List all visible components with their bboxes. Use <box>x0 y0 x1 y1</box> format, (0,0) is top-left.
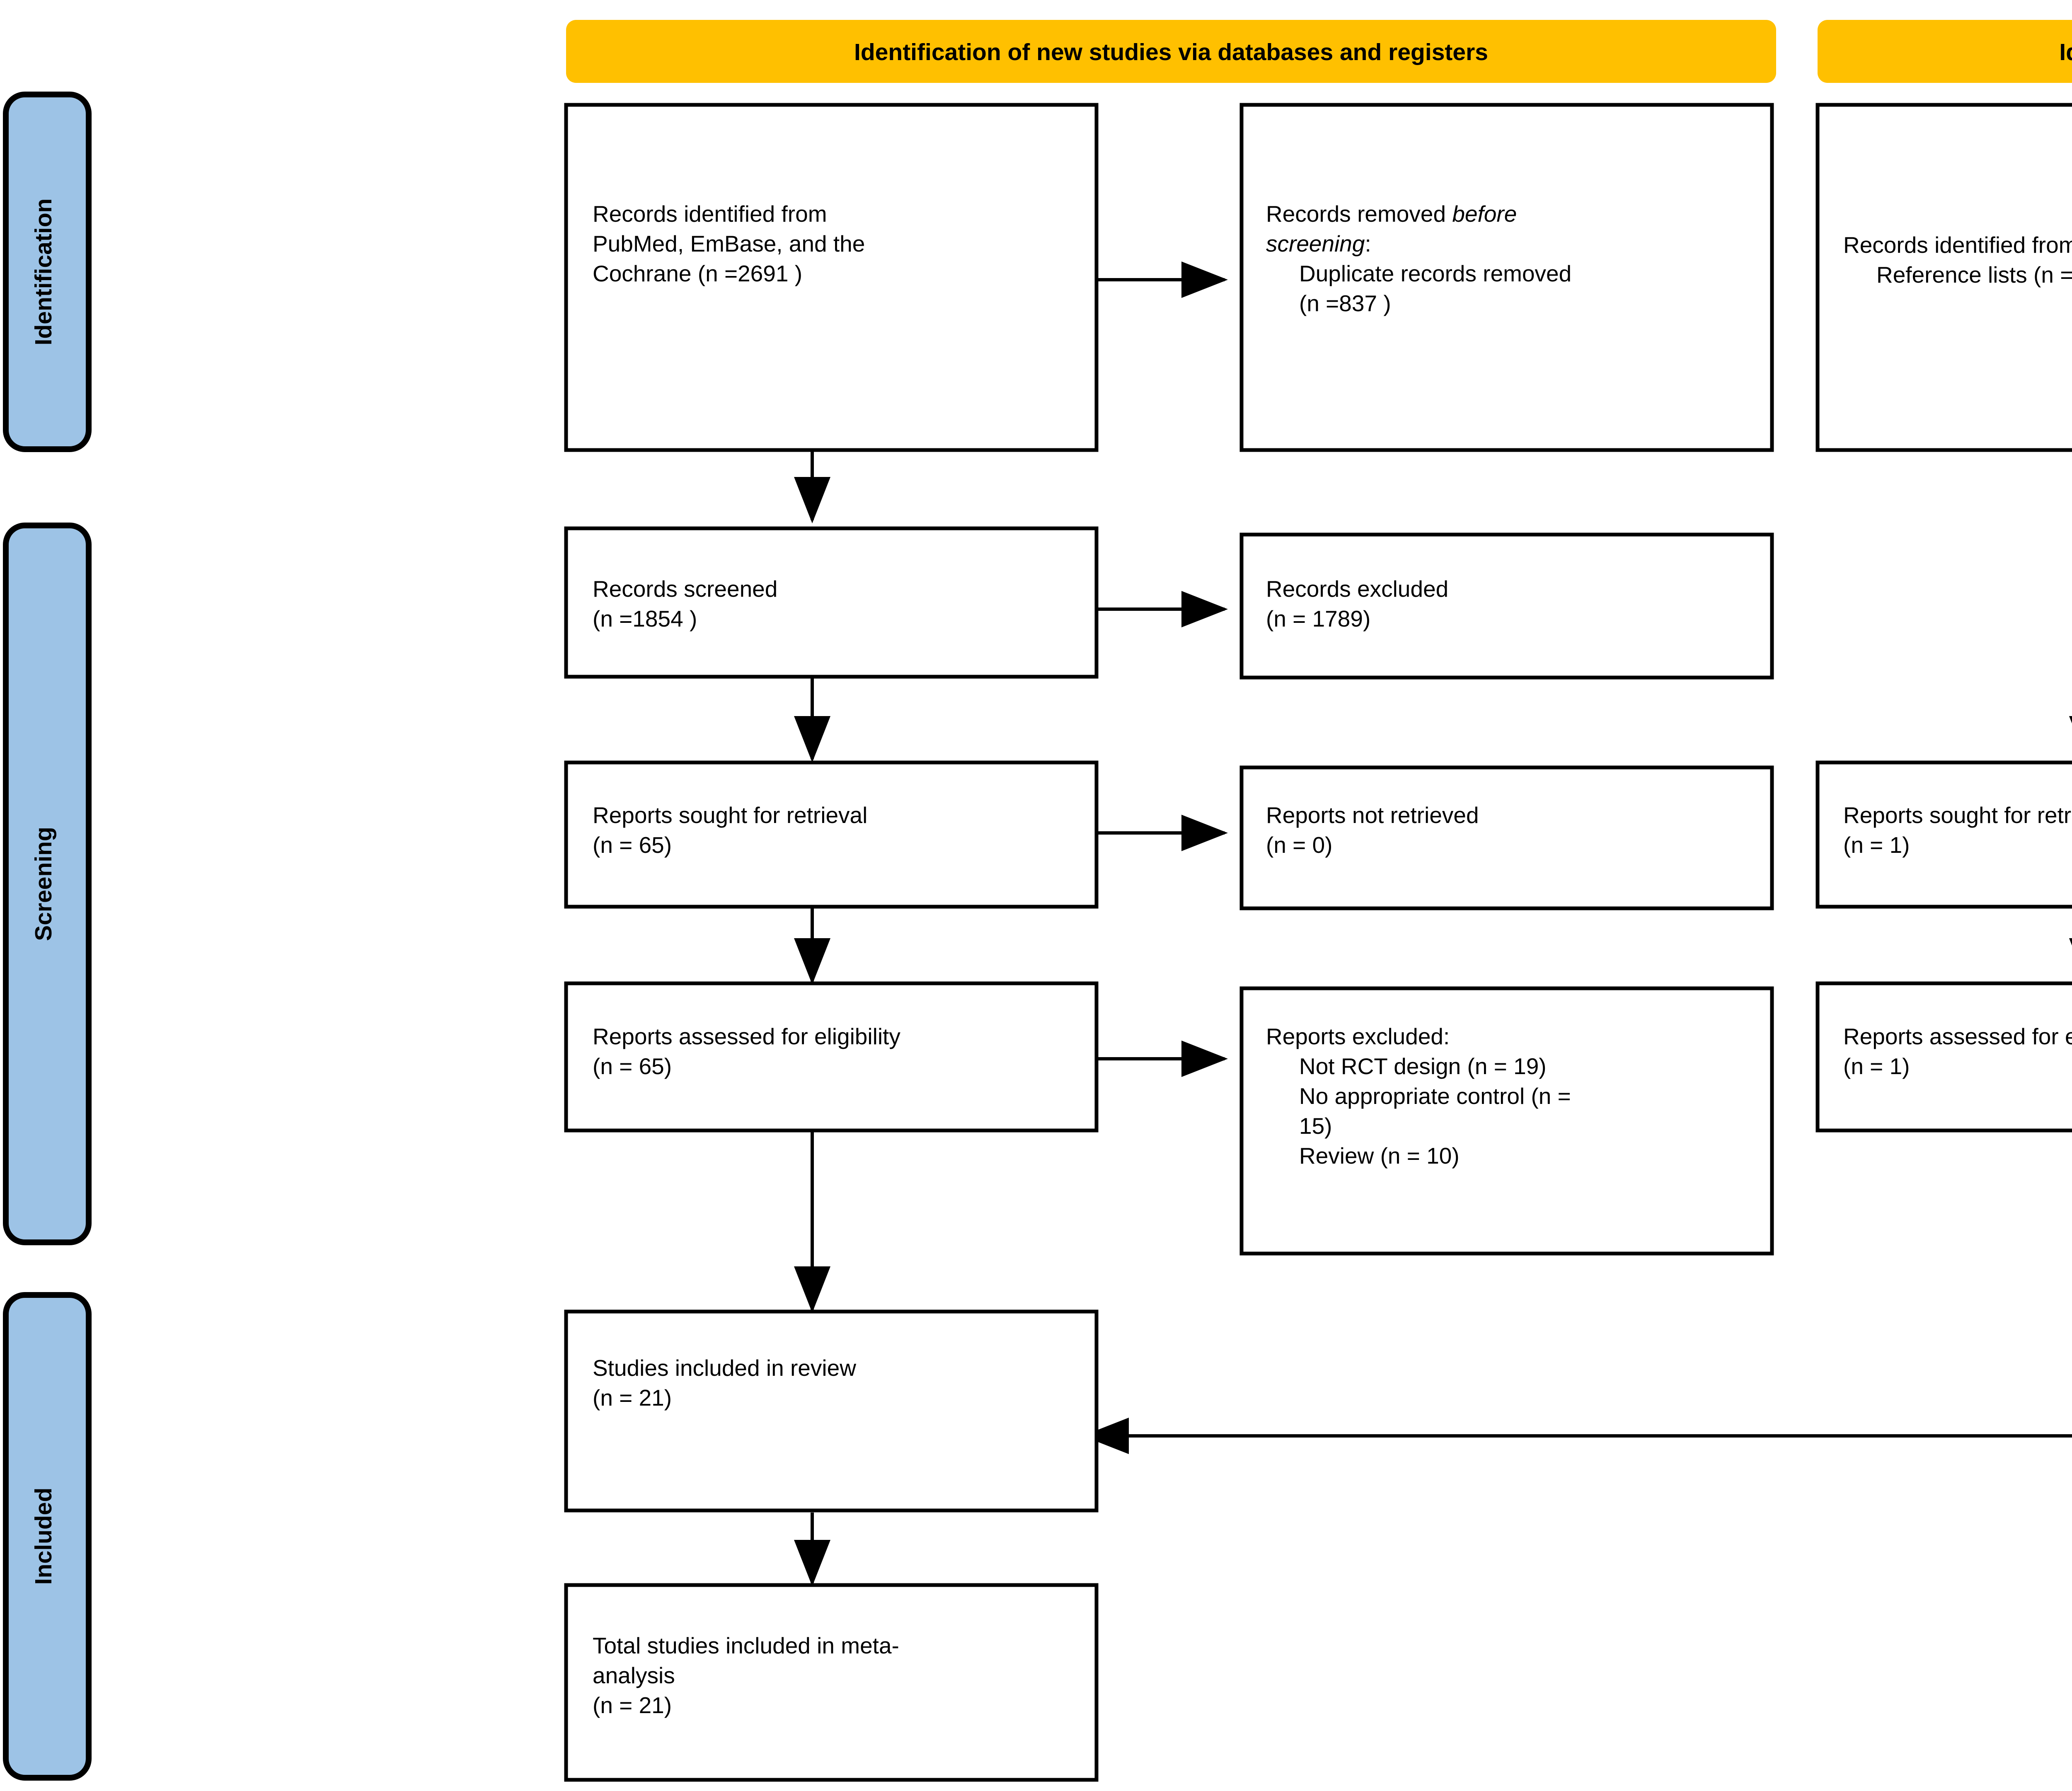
stage-included-rect <box>3 1292 92 1781</box>
reports-sought-db-text: Reports sought for retrieval (n = 65) <box>593 802 874 858</box>
records-identified-db-rect <box>564 103 1099 452</box>
stage-identification-label: Identification <box>30 198 57 346</box>
records-identified-other-text: Records identified from: Reference lists… <box>1843 232 2072 288</box>
box-reports-sought-other-methods: Reports sought for retrieval (n = 1) <box>1815 760 2072 909</box>
records-excluded-text: Records excluded (n = 1789) <box>1266 576 1455 632</box>
box-records-identified-other-methods: Records identified from: Reference lists… <box>1815 103 2072 452</box>
total-studies-meta-text: Total studies included in meta- analysis… <box>593 1633 905 1718</box>
box-total-studies-meta-analysis: Total studies included in meta- analysis… <box>564 1583 1099 1782</box>
connector-other-assessed-to-studies-included <box>1082 1418 2072 1454</box>
box-reports-not-retrieved-databases: Reports not retrieved (n = 0) <box>1239 765 1774 910</box>
banner-other-methods-rect <box>1818 20 2072 83</box>
stage-screening-label: Screening <box>30 827 57 941</box>
banner-databases-registers: Identification of new studies via databa… <box>566 20 1776 83</box>
banner-databases-rect <box>566 20 1776 83</box>
stage-label-included: Included <box>3 1292 92 1781</box>
stage-screening-rect <box>3 523 92 1245</box>
stage-identification-rect <box>3 92 92 452</box>
reports-sought-db-rect <box>564 760 1099 909</box>
stage-included-label: Included <box>30 1488 57 1585</box>
box-reports-assessed-other-methods: Reports assessed for eligibility (n = 1) <box>1815 981 2072 1133</box>
box-records-removed-before-screening: Records removed before screening: Duplic… <box>1239 103 1774 452</box>
records-screened-rect <box>564 526 1099 679</box>
reports-not-retrieved-db-rect <box>1239 765 1774 910</box>
box-reports-sought-databases: Reports sought for retrieval (n = 65) <box>564 760 1099 909</box>
reports-not-retrieved-db-text: Reports not retrieved (n = 0) <box>1266 802 1485 858</box>
total-studies-meta-rect <box>564 1583 1099 1782</box>
records-identified-other-rect <box>1815 103 2072 452</box>
reports-sought-other-rect <box>1815 760 2072 909</box>
stage-label-screening: Screening <box>3 523 92 1245</box>
records-removed-rect <box>1239 103 1774 452</box>
studies-included-text: Studies included in review (n = 21) <box>593 1355 862 1411</box>
reports-excluded-db-rect <box>1239 986 1774 1256</box>
reports-excluded-db-text: Reports excluded: Not RCT design (n = 19… <box>1266 1024 1577 1169</box>
reports-assessed-db-rect <box>564 981 1099 1133</box>
records-screened-text: Records screened (n =1854 ) <box>593 576 784 632</box>
box-reports-assessed-databases: Reports assessed for eligibility (n = 65… <box>564 981 1099 1133</box>
reports-assessed-other-text: Reports assessed for eligibility (n = 1) <box>1843 1024 2072 1079</box>
banner-other-methods-label: Identification of new studies via other … <box>2059 39 2072 65</box>
reports-assessed-other-rect <box>1815 981 2072 1133</box>
records-identified-db-text: Records identified from PubMed, EmBase, … <box>593 201 871 286</box>
banner-other-methods: Identification of new studies via other … <box>1818 20 2072 83</box>
reports-assessed-db-text: Reports assessed for eligibility (n = 65… <box>593 1024 907 1079</box>
stage-label-identification: Identification <box>3 92 92 452</box>
reports-sought-other-text: Reports sought for retrieval (n = 1) <box>1843 802 2072 858</box>
banner-databases-label: Identification of new studies via databa… <box>854 39 1488 65</box>
records-excluded-rect <box>1239 532 1774 680</box>
box-reports-excluded-databases: Reports excluded: Not RCT design (n = 19… <box>1239 986 1774 1256</box>
box-records-identified-databases: Records identified from PubMed, EmBase, … <box>564 103 1099 452</box>
studies-included-rect <box>564 1309 1099 1513</box>
records-removed-text: Records removed before screening: Duplic… <box>1266 201 1578 316</box>
box-records-screened: Records screened (n =1854 ) <box>564 526 1099 679</box>
box-studies-included-in-review: Studies included in review (n = 21) <box>564 1309 1099 1513</box>
box-records-excluded: Records excluded (n = 1789) <box>1239 532 1774 680</box>
